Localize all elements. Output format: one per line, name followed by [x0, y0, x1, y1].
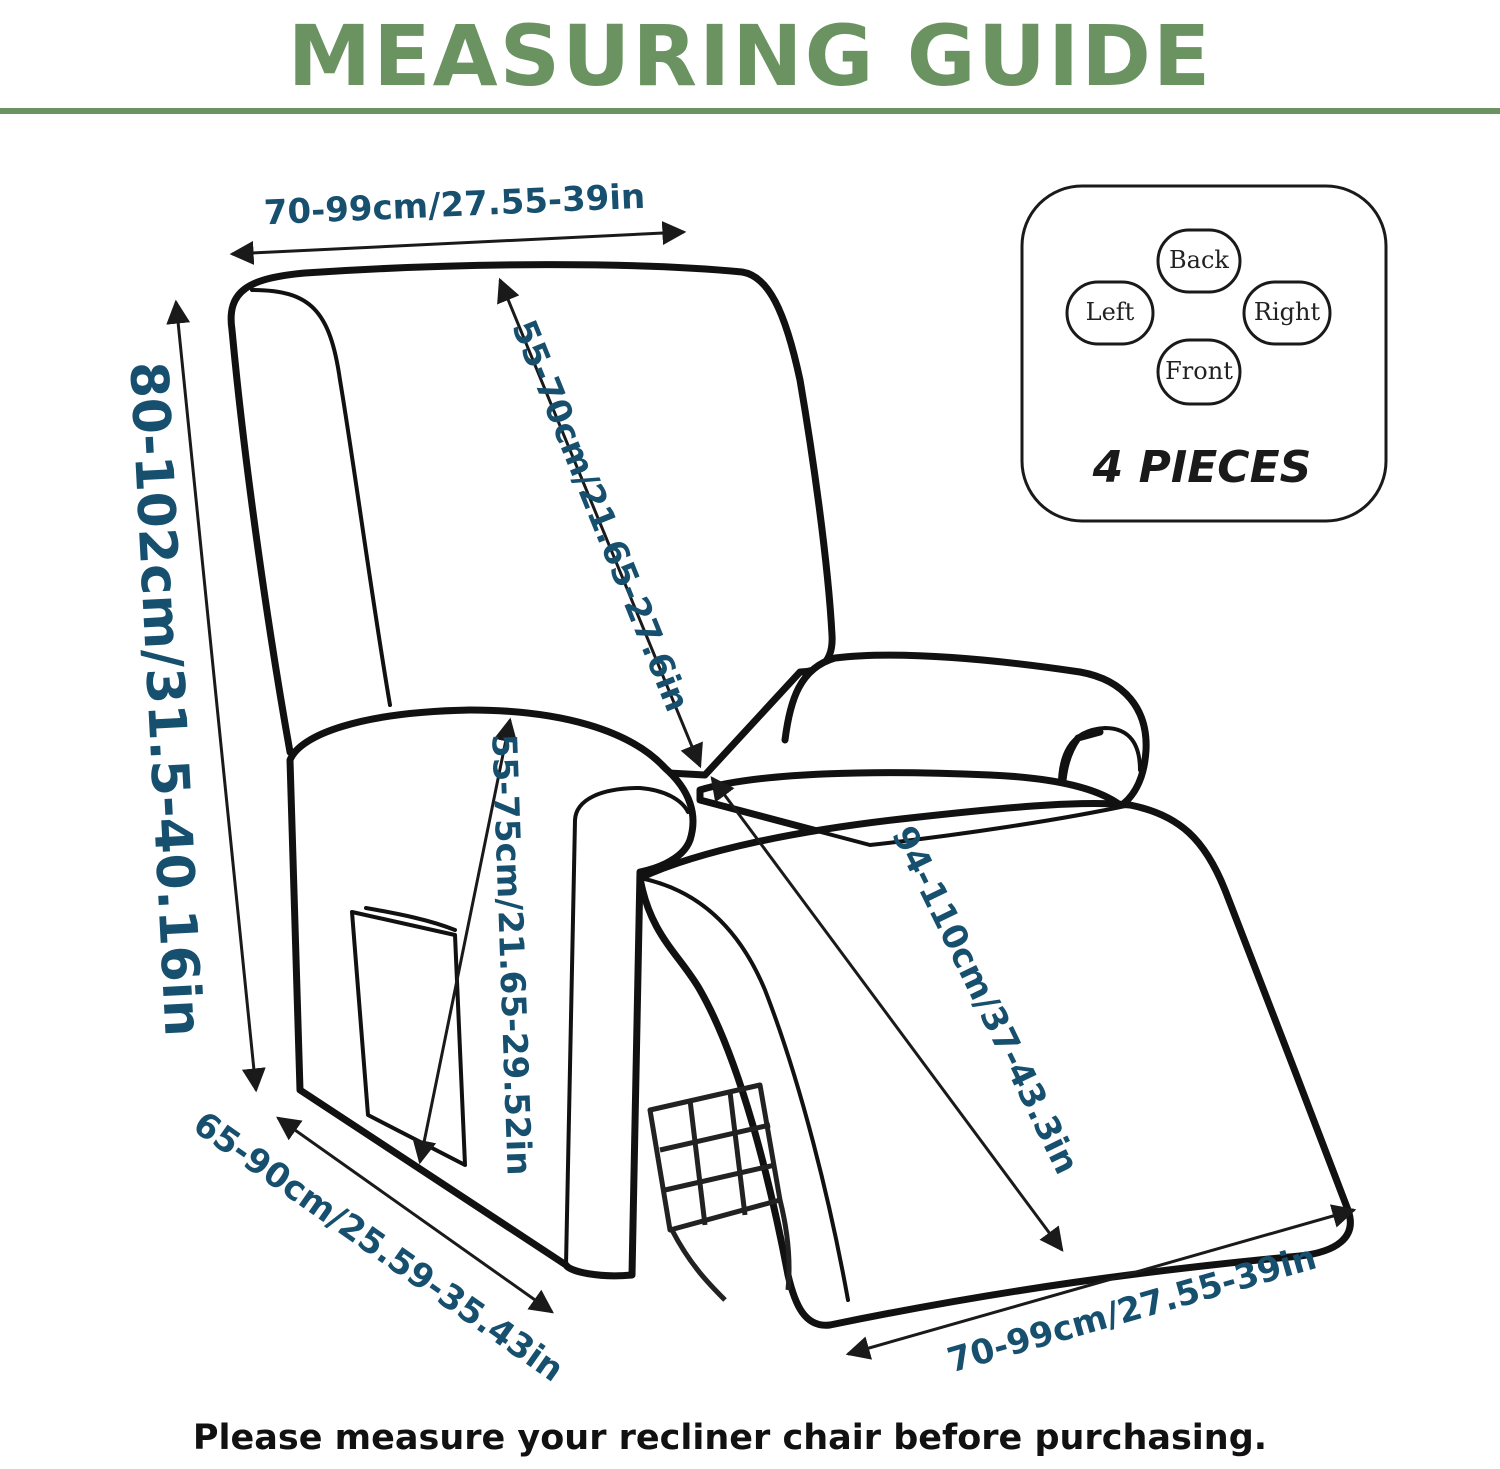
title-divider [0, 108, 1500, 114]
piece-back: Back [1156, 228, 1242, 294]
dim-arrow-side-depth [276, 1116, 554, 1314]
dim-arrow-seat-length [710, 776, 1064, 1252]
piece-front: Front [1156, 338, 1242, 406]
piece-back-label: Back [1169, 246, 1229, 274]
dim-arrow-back-height [497, 277, 703, 769]
dim-arrow-total-height [166, 299, 266, 1093]
dimension-arrows [166, 221, 1357, 1360]
chair-arm-front-line [564, 786, 690, 1267]
dim-arrow-armrest-height [412, 717, 518, 1165]
piece-right-label: Right [1254, 298, 1321, 326]
piece-left-label: Left [1086, 298, 1135, 326]
pieces-title: 4 PIECES [1092, 442, 1312, 493]
chair-back-wing-line [250, 288, 392, 707]
pieces-legend: Back Left Right Front 4 PIECES [1020, 184, 1388, 523]
page-title: MEASURING GUIDE [287, 7, 1213, 105]
chair-right-armrest-front [1057, 726, 1142, 797]
label-back-width: 70-99cm/27.55-39in [263, 177, 646, 234]
footer-note: Please measure your recliner chair befor… [192, 1418, 1268, 1458]
dim-arrow-back-width [229, 221, 687, 265]
piece-right: Right [1242, 280, 1332, 346]
piece-front-label: Front [1165, 357, 1233, 385]
piece-left: Left [1065, 280, 1155, 346]
label-total-height: 80-102cm/31.5-40.16in [117, 360, 212, 1038]
dim-arrow-front-width [845, 1204, 1357, 1360]
